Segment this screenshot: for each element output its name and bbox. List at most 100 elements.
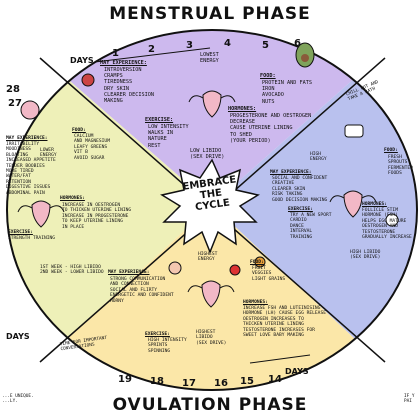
ovulation-libido: HIGHEST LIBIDO (SEX DRIVE) <box>196 330 226 346</box>
follicular-food-title: FOOD: <box>384 148 398 153</box>
list-item: HORMONE (FSH) <box>362 213 398 219</box>
follicular-hormones-title: HORMONES: <box>362 202 387 207</box>
list-item: (YOUR PERIOD) <box>230 137 271 144</box>
list-item: PROGESTERONE AND OESTROGEN <box>230 113 312 119</box>
list-item: CRAMPS <box>104 73 123 80</box>
follicular-quadrant <box>212 30 417 390</box>
ovulation-experience-title: MAY EXPERIENCE: <box>108 270 150 275</box>
list-item: 1ST WEEK - HIGH LIBIDO <box>40 265 101 270</box>
heart-icon <box>168 261 182 275</box>
center-starburst <box>160 158 260 255</box>
salad-icon <box>385 213 399 227</box>
list-item: FERMENTED <box>388 165 413 171</box>
list-item: HELPS EGG MATURE <box>362 218 407 224</box>
list-item: INTERVAL <box>290 229 313 235</box>
list-item: IRON <box>262 86 275 93</box>
days-arrow <box>94 47 211 63</box>
menstrual-exercise-title: EXERCISE: <box>145 117 174 123</box>
day-number: 6 <box>294 38 301 49</box>
day-number: 1 <box>112 48 119 59</box>
menstrual-food-list: PROTEIN AND FATS IRON AVOCADO NUTS <box>262 80 312 105</box>
luteal-exercise-item: STRENGTH TRAINING <box>8 236 56 241</box>
boobs-icon <box>20 100 40 120</box>
list-item: SOCIAL AND FLIRTY <box>110 287 158 293</box>
list-item: HORNY <box>110 298 124 304</box>
list-item: HIGH LIBIDO <box>350 250 381 255</box>
follicular-food-list: FRESH SPROUTS FERMENTED FOODS <box>388 155 413 177</box>
list-item: NUTS <box>262 98 275 105</box>
wheel-outline <box>6 29 418 391</box>
list-item: FRESH <box>388 155 402 160</box>
apple-icon <box>229 264 241 276</box>
palette-icon <box>344 124 364 138</box>
luteal-food-list: CALCIUM AND MAGNESIUM LEAFY GREENS VIT B… <box>74 134 110 161</box>
list-item: TRAINING <box>290 234 313 240</box>
list-item: SPINNING <box>148 348 171 354</box>
list-item: (SEX DRIVE) <box>350 255 381 261</box>
ovulation-energy: HIGHEST ENERGY <box>198 252 218 263</box>
list-item: VIT B <box>74 150 88 156</box>
list-item: FOLLICLE STIM <box>362 208 398 213</box>
day-number: 27 <box>8 98 22 109</box>
uterus-icon <box>17 200 65 228</box>
luteal-libido: 1ST WEEK - HIGH LIBIDO 2ND WEEK - LOWER … <box>40 265 104 276</box>
luteal-experience-list: IRRITABILITY MOODINESS BLOATING INCREASE… <box>6 142 56 196</box>
day-number: 15 <box>240 376 254 387</box>
list-item: TESTOSTERONE INCREASES FOR <box>243 327 315 333</box>
list-item: STRONG COMMUNICATION <box>110 277 166 282</box>
list-item: CREATIVE <box>272 181 295 187</box>
list-item: WALKS IN <box>148 130 173 137</box>
ovulation-experience-list: STRONG COMMUNICATION AND CONNECTION SOCI… <box>110 277 174 304</box>
menstrual-food-title: FOOD: <box>260 73 276 79</box>
day-number: 17 <box>182 378 196 389</box>
menstrual-hormones-title: HORMONES: <box>228 106 257 112</box>
menstrual-experience-list: INTROVERSION CRAMPS TIREDNESS DRY SKIN C… <box>104 67 154 104</box>
follicular-experience-list: SOCIAL AND CONFIDENT CREATIVE CLEARER SK… <box>272 176 327 203</box>
list-item: TO SHED <box>230 131 252 138</box>
list-item: NATURE <box>148 136 167 143</box>
follicular-hormones-list: FOLLICLE STIM HORMONE (FSH) HELPS EGG MA… <box>362 208 412 240</box>
avocado-pit-icon <box>301 54 309 62</box>
list-item: SOCIAL AND CONFIDENT <box>272 176 328 181</box>
list-item: AVOID SUGAR <box>74 155 105 161</box>
list-item: INCREASE IN OESTROGEN <box>62 203 121 208</box>
day-number: 5 <box>262 40 269 51</box>
ovulation-food-title: FOOD: <box>250 260 264 265</box>
list-item: CALCIUM <box>74 134 94 139</box>
ovulation-phase-title: OVULATION PHASE <box>112 395 308 415</box>
uterus-icon <box>329 190 377 218</box>
list-item: TRY A NEW SPORT <box>290 213 332 218</box>
cramps-icon <box>81 73 95 87</box>
list-item: INCREASE IN PROGESTERONE <box>62 213 129 219</box>
day-number: 4 <box>224 38 231 49</box>
list-item: HIGHEST <box>196 330 216 335</box>
footer-line: ...LY. <box>2 399 18 405</box>
list-item: MAKING <box>104 98 123 105</box>
list-item: AND CONNECTION <box>110 282 149 288</box>
list-item: TO KEEP UTERINE LINING <box>62 219 123 225</box>
ovulation-hormones-title: HORMONES: <box>243 300 268 305</box>
list-item: OESTROGEN INCREASES TO <box>243 316 304 322</box>
list-item: OESTROGEN AND <box>362 224 398 230</box>
list-item: INTROVERSION <box>104 67 142 73</box>
list-item: TO THICKEN UTERINE LINING <box>62 208 132 214</box>
list-item: DANCE <box>290 223 304 229</box>
list-item: THICKEN UTERINE LINING <box>243 322 304 328</box>
day-number: 16 <box>214 378 228 389</box>
list-item: BLOATING <box>6 152 29 158</box>
list-item: AVOCADO <box>262 92 284 99</box>
list-item: TESTOSTERONE <box>362 229 396 235</box>
follicular-experience-title: MAY EXPERIENCE: <box>270 170 312 175</box>
list-item: IRRITABILITY <box>6 142 40 147</box>
list-item: FOODS <box>388 171 402 177</box>
day-number: 18 <box>150 376 164 387</box>
list-item: WATER/FAT <box>6 174 31 180</box>
list-item: (SEX DRIVE) <box>196 340 227 346</box>
luteal-energy: LOWER ENERGY <box>40 148 57 159</box>
list-item: HORMONE (LH) CAUSE EGG RELEASE <box>243 311 326 317</box>
list-item: PROTEIN AND FATS <box>262 80 312 86</box>
uterus-icon <box>187 280 235 308</box>
day-number: 2 <box>148 44 155 55</box>
list-item: INCREASED APPETITE <box>6 158 56 164</box>
list-item: (SEX DRIVE) <box>190 154 225 161</box>
